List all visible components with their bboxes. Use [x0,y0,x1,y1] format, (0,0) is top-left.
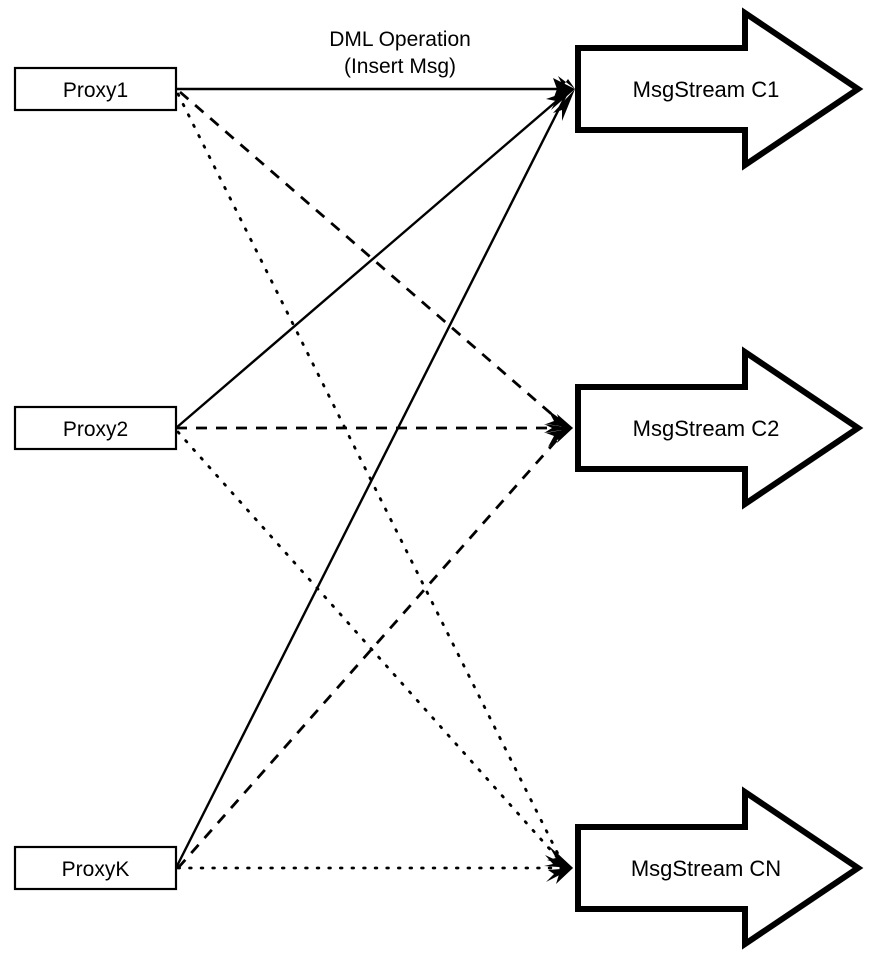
node-proxyk[interactable]: ProxyK [13,845,178,891]
edge-proxy1-to-stream-c2 [179,90,564,426]
proxyk-box[interactable] [13,845,178,891]
node-stream-c2[interactable]: MsgStream C2 [575,346,864,510]
proxy2-box[interactable] [13,405,178,451]
edge-group-proxy2 [175,92,567,866]
stream-cn-arrow-shape[interactable] [575,786,864,950]
edge-caption-line-2: (Insert Msg) [344,55,456,78]
arrowhead-icon-c1-from-proxy2 [546,89,575,110]
edge-caption-line-1: DML Operation [329,28,471,51]
proxy1-label: Proxy1 [63,79,128,102]
edge-group-proxy1 [176,87,566,866]
arrowhead-icon-c1-from-proxyk [553,89,575,121]
arrowhead-icon-cn-core [556,852,573,884]
stream-cn-label: MsgStream CN [631,856,781,881]
proxy1-box[interactable] [13,66,178,112]
edge-proxy1-to-stream-cn [176,92,565,866]
edge-proxyk-to-stream-c2 [176,432,565,869]
proxy2-label: Proxy2 [63,418,128,441]
edge-proxyk-to-stream-c1 [174,94,568,869]
arrowhead-icon-c1-from-proxy1 [553,78,575,100]
node-proxy2[interactable]: Proxy2 [13,405,178,451]
arrowhead-group-stream-c2 [544,410,573,447]
stream-c1-label: MsgStream C1 [633,77,780,102]
proxyk-label: ProxyK [62,858,130,881]
arrowhead-icon-c2-from-proxy2 [544,424,573,433]
node-stream-c1[interactable]: MsgStream C1 [575,7,864,171]
stream-c2-label: MsgStream C2 [633,416,780,441]
arrowhead-group-stream-cn [544,846,573,884]
arrowhead-icon-c1-core [558,76,575,89]
stream-c2-arrow-shape[interactable] [575,346,864,510]
edge-proxy2-to-stream-c1 [175,92,567,429]
edge-proxy2-to-stream-cn [176,430,565,866]
edge-caption: DML Operation (Insert Msg) [329,28,471,78]
stream-c1-arrow-shape[interactable] [575,7,864,171]
node-proxy1[interactable]: Proxy1 [13,66,178,112]
arrowhead-group-stream-c1 [546,76,575,121]
node-stream-cn[interactable]: MsgStream CN [575,786,864,950]
edge-group-proxyk [174,94,568,870]
arrowhead-icon-c2-core [557,414,573,443]
